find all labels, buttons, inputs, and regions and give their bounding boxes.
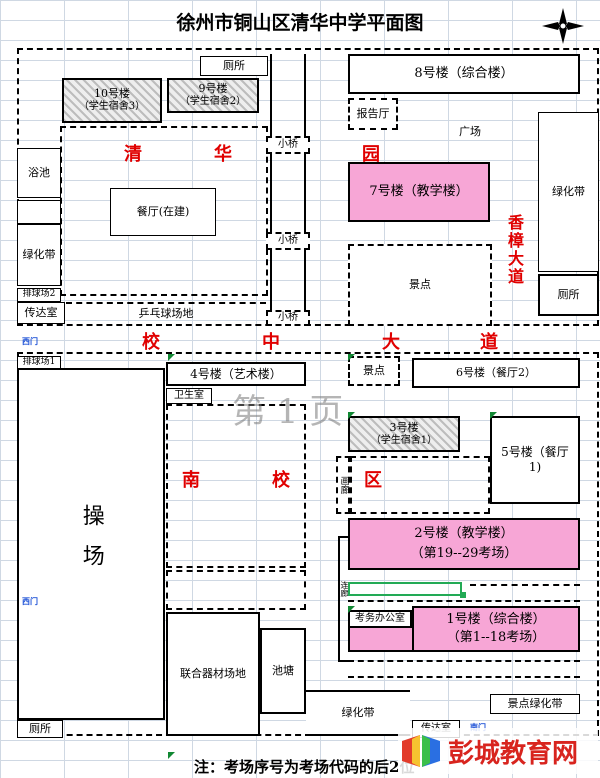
gallery-label: 画廊 bbox=[338, 476, 349, 494]
square: 广场 bbox=[459, 125, 481, 139]
scenic-spot-north: 景点 bbox=[348, 244, 492, 326]
toilet-east: 厕所 bbox=[538, 274, 599, 316]
road-label-xiao: 校 bbox=[142, 332, 160, 353]
bridge-3: 小桥 bbox=[266, 310, 310, 326]
zone-label-nan: 南 bbox=[182, 470, 200, 491]
building-1-line1: 1号楼（综合楼） bbox=[446, 611, 546, 627]
building-9: 9号楼 （学生宿舍2） bbox=[167, 78, 259, 113]
pond: 池塘 bbox=[260, 628, 306, 714]
gate-south: 南门 bbox=[470, 722, 486, 732]
canal bbox=[270, 54, 306, 326]
corridor-label: 连廊 bbox=[340, 581, 349, 597]
page-watermark: 第 1 页 bbox=[232, 392, 344, 432]
zone-label-hua: 华 bbox=[214, 144, 232, 165]
building-10-name: 10号楼 bbox=[94, 87, 130, 101]
stripe-2 bbox=[348, 600, 580, 602]
playground-label: 操场 bbox=[78, 504, 104, 584]
fitness-area: 联合器材场地 bbox=[166, 612, 260, 736]
walkway-left bbox=[338, 536, 348, 662]
marker-2 bbox=[348, 354, 355, 361]
scenic-spot-mid: 景点 bbox=[348, 356, 400, 386]
zone-label-xiao: 校 bbox=[272, 470, 290, 491]
gate-west-north: 西门 bbox=[22, 336, 38, 346]
bridge-1: 小桥 bbox=[266, 136, 310, 154]
clinic: 卫生室 bbox=[166, 388, 212, 404]
playground: 操场 bbox=[17, 368, 165, 720]
exam-office: 考务办公室 bbox=[348, 610, 412, 628]
canteen-new: 餐厅(在建) bbox=[110, 188, 216, 236]
marker-1 bbox=[168, 354, 175, 361]
building-10: 10号楼 （学生宿舍3） bbox=[62, 78, 162, 123]
stripe-1 bbox=[470, 584, 580, 586]
green-belt-left: 绿化带 bbox=[17, 224, 61, 286]
building-9-name: 9号楼 bbox=[198, 82, 228, 96]
road-xiangzhang: 香樟大道 bbox=[505, 214, 524, 286]
stripe-4 bbox=[348, 676, 580, 678]
north-west-block bbox=[17, 200, 61, 224]
pingpong-area: 乒乓球场地 bbox=[66, 302, 266, 324]
building-1-wing bbox=[348, 628, 414, 652]
building-1-line2: （第1--18考场） bbox=[446, 630, 546, 645]
building-6: 6号楼（餐厅2） bbox=[412, 358, 580, 388]
stripe-3 bbox=[348, 660, 580, 662]
guard-room-north: 传达室 bbox=[17, 302, 65, 324]
road-label-da: 大 bbox=[382, 332, 400, 353]
south-middle-box bbox=[350, 456, 490, 514]
corridor-handle bbox=[460, 592, 466, 598]
corridor: 连廊 bbox=[338, 576, 350, 602]
north-courtyard bbox=[60, 126, 268, 296]
footnote: 注：考场序号为考场代码的后2位 bbox=[194, 758, 415, 776]
toilet-north: 厕所 bbox=[200, 56, 268, 76]
building-2: 2号楼（教学楼） （第19--29考场） bbox=[348, 518, 580, 570]
building-5-line2: 1) bbox=[528, 460, 542, 474]
scenic-green-belt: 景点绿化带 bbox=[490, 694, 580, 714]
building-3-name: 3号楼 bbox=[389, 420, 419, 434]
building-3-sub: （学生宿舍1） bbox=[370, 434, 438, 446]
site-logo: 彭城教育网 bbox=[398, 728, 598, 774]
corridor-highlight bbox=[348, 582, 462, 596]
zone-label-qing: 清 bbox=[124, 144, 142, 165]
volleyball-court-2: 排球场2 bbox=[17, 288, 61, 302]
building-3: 3号楼 （学生宿舍1） bbox=[348, 416, 460, 452]
map-title: 徐州市铜山区清华中学平面图 bbox=[176, 12, 424, 35]
gallery: 画廊 bbox=[336, 456, 350, 514]
gate-west-south: 西门 bbox=[22, 596, 38, 606]
building-5: 5号楼（餐厅 1) bbox=[490, 416, 580, 504]
building-4: 4号楼（艺术楼） bbox=[166, 362, 306, 386]
compass-icon bbox=[542, 8, 584, 44]
building-8: 8号楼（综合楼） bbox=[348, 54, 580, 94]
bridge-2: 小桥 bbox=[266, 232, 310, 250]
marker-3 bbox=[490, 412, 497, 419]
bath: 浴池 bbox=[17, 148, 61, 198]
road-label-dao: 道 bbox=[480, 332, 498, 353]
building-1: 1号楼（综合楼） （第1--18考场） bbox=[412, 606, 580, 652]
marker-4 bbox=[348, 412, 355, 419]
building-2-line1: 2号楼（教学楼） bbox=[414, 525, 514, 541]
building-5-line1: 5号楼（餐厅 bbox=[501, 445, 569, 459]
green-belt-right: 绿化带 bbox=[538, 112, 599, 272]
building-2-line2: （第19--29考场） bbox=[410, 546, 518, 561]
zone-label-qu: 区 bbox=[364, 470, 382, 491]
book-icon bbox=[402, 735, 440, 767]
marker-5 bbox=[348, 606, 355, 613]
building-9-sub: （学生宿舍2） bbox=[179, 96, 247, 108]
marker-6 bbox=[168, 752, 175, 759]
report-hall: 报告厅 bbox=[348, 98, 398, 130]
road-label-zhong: 中 bbox=[262, 332, 280, 353]
building-7: 7号楼（教学楼） bbox=[348, 162, 490, 222]
green-belt-south: 绿化带 bbox=[306, 690, 410, 736]
building-10-sub: （学生宿舍3） bbox=[78, 101, 146, 113]
south-lower-area bbox=[166, 570, 306, 610]
toilet-south: 厕所 bbox=[17, 720, 63, 738]
zone-label-yuan: 园 bbox=[362, 144, 380, 165]
south-center-area bbox=[166, 404, 306, 568]
logo-text: 彭城教育网 bbox=[448, 738, 579, 769]
